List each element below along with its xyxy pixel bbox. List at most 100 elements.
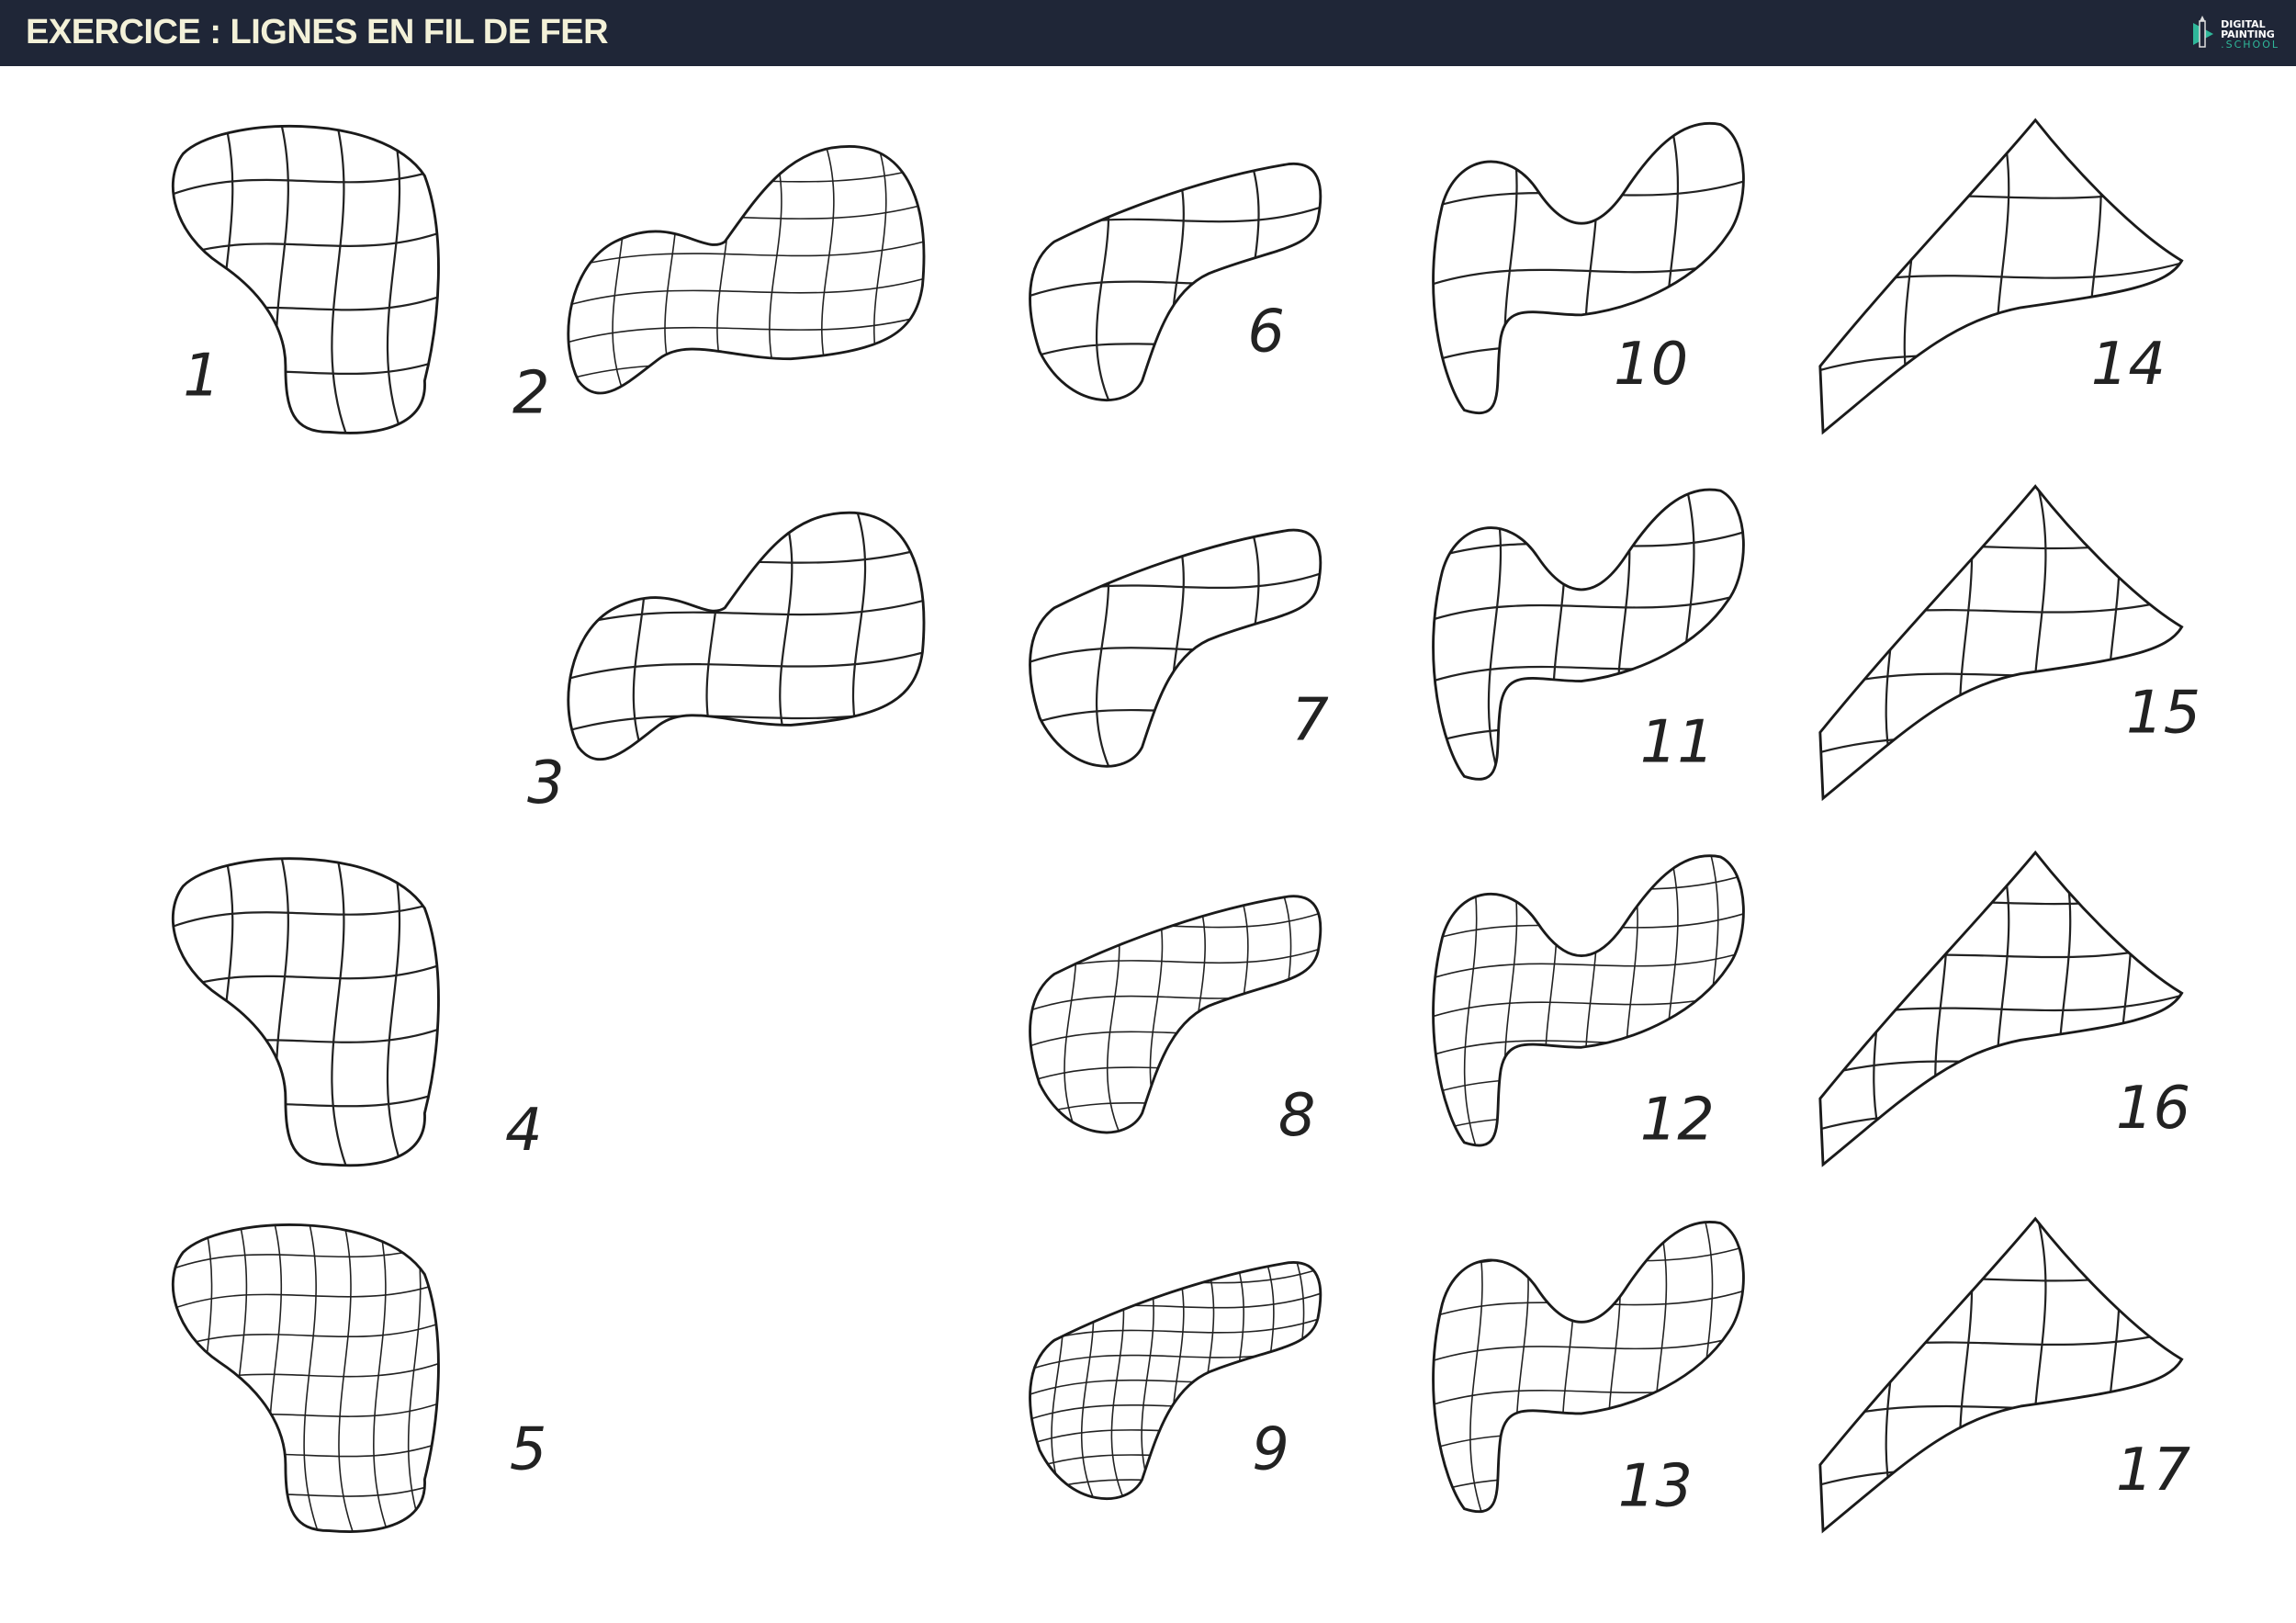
wireframe-drawing-2 bbox=[567, 145, 926, 395]
wire-line bbox=[1819, 1046, 2182, 1078]
wireframe-drawing-5 bbox=[171, 1223, 440, 1533]
drawing-number: 8 bbox=[1278, 1082, 1316, 1150]
wire-line bbox=[386, 858, 404, 1166]
wire-line bbox=[1819, 1264, 2182, 1296]
shape-outline bbox=[1432, 1221, 1745, 1514]
wire-line bbox=[1030, 1017, 1321, 1049]
wire-line bbox=[173, 1400, 439, 1431]
wire-line bbox=[1106, 896, 1123, 1133]
wire-line bbox=[851, 513, 870, 760]
drawing-number: 9 bbox=[1252, 1416, 1289, 1484]
wire-line bbox=[1030, 695, 1321, 727]
wire-line bbox=[1616, 490, 1634, 780]
wire-line bbox=[1819, 1392, 2182, 1424]
drawing-number: 2 bbox=[512, 360, 550, 428]
wire-line bbox=[1200, 1262, 1218, 1499]
shape-outline bbox=[1029, 163, 1322, 401]
page-title: EXERCICE : LIGNES EN FIL DE FER bbox=[26, 13, 609, 51]
wire-line bbox=[173, 1320, 439, 1351]
wire-line bbox=[331, 126, 348, 434]
drawing-number: 1 bbox=[183, 343, 220, 411]
shape-outline bbox=[567, 145, 926, 395]
wire-line bbox=[219, 858, 237, 1166]
wire-line bbox=[705, 513, 724, 760]
wireframe-drawing-7 bbox=[1029, 528, 1322, 768]
wireframe-drawing-6 bbox=[1029, 163, 1322, 401]
wire-line bbox=[1433, 949, 1744, 981]
wire-line bbox=[1030, 1053, 1321, 1084]
wire-line bbox=[1885, 486, 1903, 799]
drawing-number: 6 bbox=[1247, 299, 1285, 366]
shape-outline bbox=[1029, 1261, 1322, 1501]
wire-line bbox=[173, 1089, 439, 1121]
wire-line bbox=[1958, 1218, 1976, 1531]
digital-painting-school-logo: DIGITAL PAINTING .SCHOOL bbox=[2191, 11, 2279, 57]
wire-line bbox=[1819, 595, 2182, 627]
wireframe-drawing-4 bbox=[171, 857, 440, 1167]
wireframe-drawing-3 bbox=[567, 511, 926, 761]
drawing-number: 15 bbox=[2126, 679, 2200, 747]
drawing-number: 13 bbox=[1618, 1452, 1693, 1520]
shape-outline bbox=[1029, 528, 1322, 768]
wire-line bbox=[1433, 529, 1744, 561]
wire-line bbox=[1819, 1327, 2182, 1359]
wire-line bbox=[1433, 332, 1744, 364]
wire-line bbox=[1235, 896, 1253, 1133]
wire-line bbox=[1625, 855, 1642, 1146]
wire-line bbox=[173, 165, 439, 197]
shape-outline bbox=[1818, 118, 2184, 435]
wire-line bbox=[219, 126, 237, 434]
drawing-number: 7 bbox=[1291, 686, 1329, 754]
shape-outline bbox=[1818, 484, 2184, 802]
wire-line bbox=[1433, 178, 1744, 210]
wire-line bbox=[1958, 486, 1976, 799]
wireframe-drawing-10 bbox=[1432, 121, 1745, 415]
wire-line bbox=[1030, 946, 1321, 977]
shape-outline bbox=[567, 511, 926, 761]
wire-line bbox=[568, 597, 924, 629]
pencil-play-icon bbox=[2193, 16, 2214, 48]
wire-line bbox=[1433, 1288, 1744, 1320]
wire-line bbox=[1245, 163, 1263, 400]
wire-line bbox=[2032, 1218, 2050, 1531]
wire-line bbox=[1433, 1332, 1744, 1363]
wire-line bbox=[821, 146, 838, 394]
shape-outline bbox=[1818, 850, 2184, 1167]
shape-outline bbox=[171, 1223, 440, 1533]
wire-line bbox=[331, 858, 348, 1166]
wireframe-drawing-15 bbox=[1818, 484, 2184, 802]
wire-line bbox=[1819, 181, 2182, 213]
wire-line bbox=[373, 1224, 390, 1532]
wire-line bbox=[1433, 1244, 1744, 1276]
wire-line bbox=[173, 897, 439, 930]
drawing-number: 4 bbox=[505, 1097, 543, 1165]
drawing-number: 11 bbox=[1640, 708, 1715, 776]
wire-line bbox=[1433, 1420, 1744, 1451]
wire-line bbox=[1245, 530, 1263, 767]
wire-line bbox=[338, 1224, 355, 1532]
wire-line bbox=[268, 1224, 286, 1532]
drawing-number: 5 bbox=[510, 1416, 547, 1484]
drawing-number: 16 bbox=[2116, 1075, 2190, 1143]
wire-line bbox=[173, 962, 439, 994]
wire-line bbox=[1699, 1222, 1716, 1512]
wire-line bbox=[568, 649, 924, 682]
header-bar: EXERCICE : LIGNES EN FIL DE FER DIGITAL … bbox=[0, 0, 2296, 66]
shape-outline bbox=[1029, 895, 1322, 1134]
wire-line bbox=[632, 513, 650, 760]
logo-line-2: PAINTING bbox=[2221, 28, 2275, 40]
wire-line bbox=[568, 701, 924, 733]
drawing-number: 17 bbox=[2116, 1437, 2190, 1505]
wire-line bbox=[1819, 531, 2182, 563]
wire-line bbox=[1885, 1218, 1903, 1531]
wireframe-drawing-13 bbox=[1432, 1221, 1745, 1514]
wire-line bbox=[2106, 486, 2124, 799]
wire-line bbox=[173, 1279, 439, 1312]
shape-outline bbox=[1818, 1216, 2184, 1534]
wire-line bbox=[612, 146, 629, 394]
wire-line bbox=[1030, 1341, 1321, 1372]
wire-line bbox=[1030, 205, 1321, 237]
wire-line bbox=[568, 239, 924, 270]
drawing-number: 12 bbox=[1640, 1087, 1715, 1155]
